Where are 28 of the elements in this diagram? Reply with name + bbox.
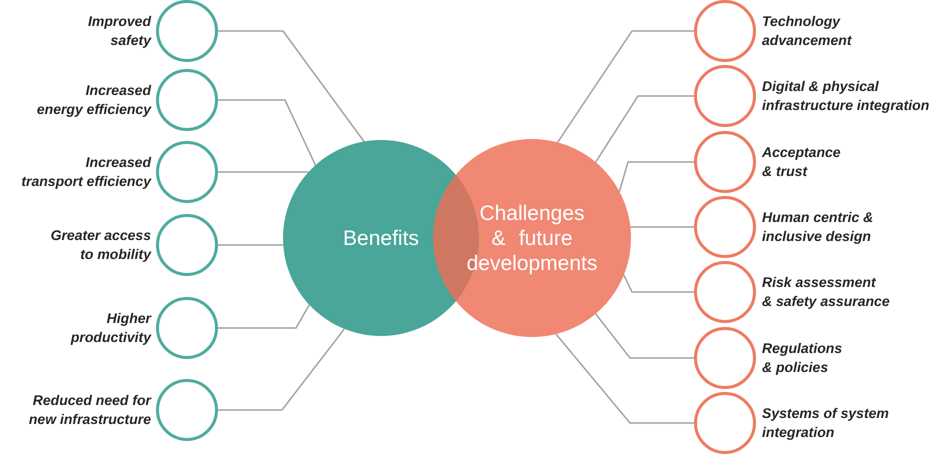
- connector-line: [218, 171, 309, 173]
- connector-line: [218, 304, 310, 329]
- connector-line: [218, 328, 345, 411]
- connector-line: [555, 334, 694, 424]
- item-label: Higher productivity: [70, 309, 151, 347]
- connector-line: [623, 274, 694, 293]
- connector-line: [630, 226, 694, 228]
- connector-line: [556, 30, 694, 143]
- circle-label: Benefits: [343, 226, 419, 250]
- item-label: Increased transport efficiency: [20, 153, 151, 191]
- item-label: Greater access to mobility: [50, 226, 151, 264]
- connector-line: [218, 99, 316, 166]
- item-label: Human centric & inclusive design: [762, 208, 874, 246]
- connector-line: [218, 244, 284, 246]
- item-label: Systems of system integration: [762, 404, 890, 442]
- item-label: Technology advancement: [762, 12, 853, 50]
- item-label: Increased energy efficiency: [36, 81, 151, 119]
- item-label: Risk assessment & safety assurance: [762, 273, 891, 311]
- connector-line: [618, 161, 694, 192]
- item-label: Acceptance & trust: [762, 143, 842, 181]
- item-label: Digital & physical infrastructure integration: [762, 77, 930, 115]
- connector-line: [594, 95, 694, 163]
- item-label: Regulations & policies: [762, 339, 844, 377]
- circle-label: Challenges & future developments: [466, 200, 598, 276]
- connector-line: [218, 30, 365, 142]
- item-label: Reduced need for new infrastructure: [28, 391, 151, 429]
- item-label: Improved safety: [86, 12, 151, 50]
- connector-line: [595, 313, 694, 359]
